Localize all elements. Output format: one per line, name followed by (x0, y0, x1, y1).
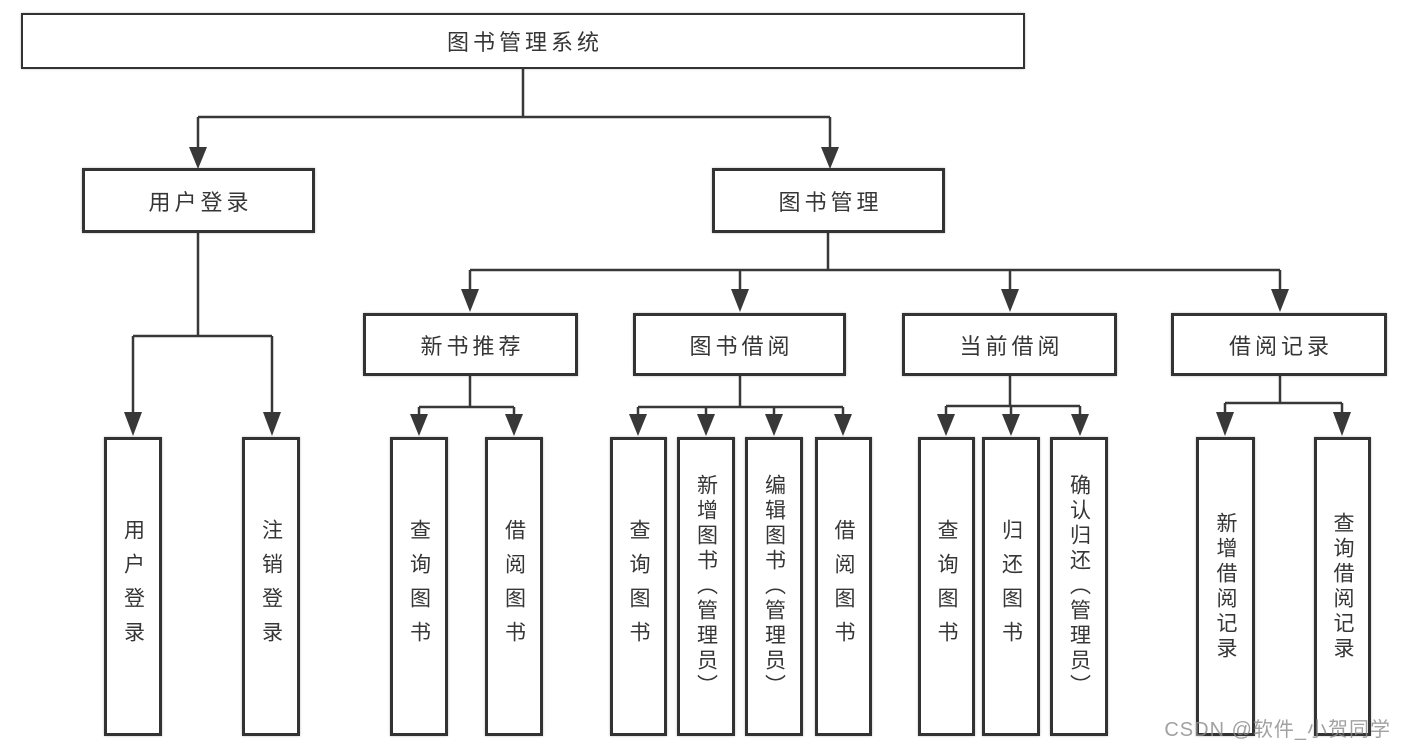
arrowheads (124, 147, 1351, 436)
leaf-confirm-return-admin: 确认归还（管理员） (1050, 437, 1108, 736)
node-new-book-recommend: 新书推荐 (363, 313, 578, 376)
leaf-query-books-recommend: 查询图书 (390, 437, 448, 736)
csdn-watermark: CSDN @软件_小贺同学 (1164, 719, 1391, 741)
connector-borrow-records (1223, 376, 1344, 413)
leaf-edit-books-admin: 编辑图书（管理员） (745, 437, 803, 736)
leaf-query-books-borrow: 查询图书 (610, 437, 667, 736)
leaf-query-books-current: 查询图书 (918, 437, 975, 736)
connector-user-login (131, 233, 274, 413)
connector-new-book (417, 375, 516, 415)
leaf-user-login: 用户登录 (104, 437, 162, 736)
node-library-system: 图书管理系统 (21, 13, 1025, 69)
leaf-query-borrow-record: 查询借阅记录 (1314, 437, 1371, 736)
leaf-borrow-books-recommend: 借阅图书 (485, 437, 543, 736)
leaf-logout: 注销登录 (242, 437, 300, 736)
leaf-borrow-books: 借阅图书 (815, 437, 872, 736)
connector-book-borrow (636, 375, 845, 415)
leaf-return-books: 归还图书 (982, 437, 1040, 736)
node-book-management: 图书管理 (712, 168, 945, 233)
leaf-add-books-admin: 新增图书（管理员） (677, 437, 735, 736)
connector-book-management (468, 233, 1282, 290)
node-current-borrow: 当前借阅 (902, 313, 1117, 376)
node-user-login: 用户登录 (82, 168, 315, 233)
node-book-borrow: 图书借阅 (633, 313, 846, 376)
connector-current-borrow (944, 376, 1082, 415)
connector-root (196, 69, 832, 148)
leaf-add-borrow-record: 新增借阅记录 (1196, 437, 1255, 736)
node-borrow-records: 借阅记录 (1171, 313, 1387, 376)
